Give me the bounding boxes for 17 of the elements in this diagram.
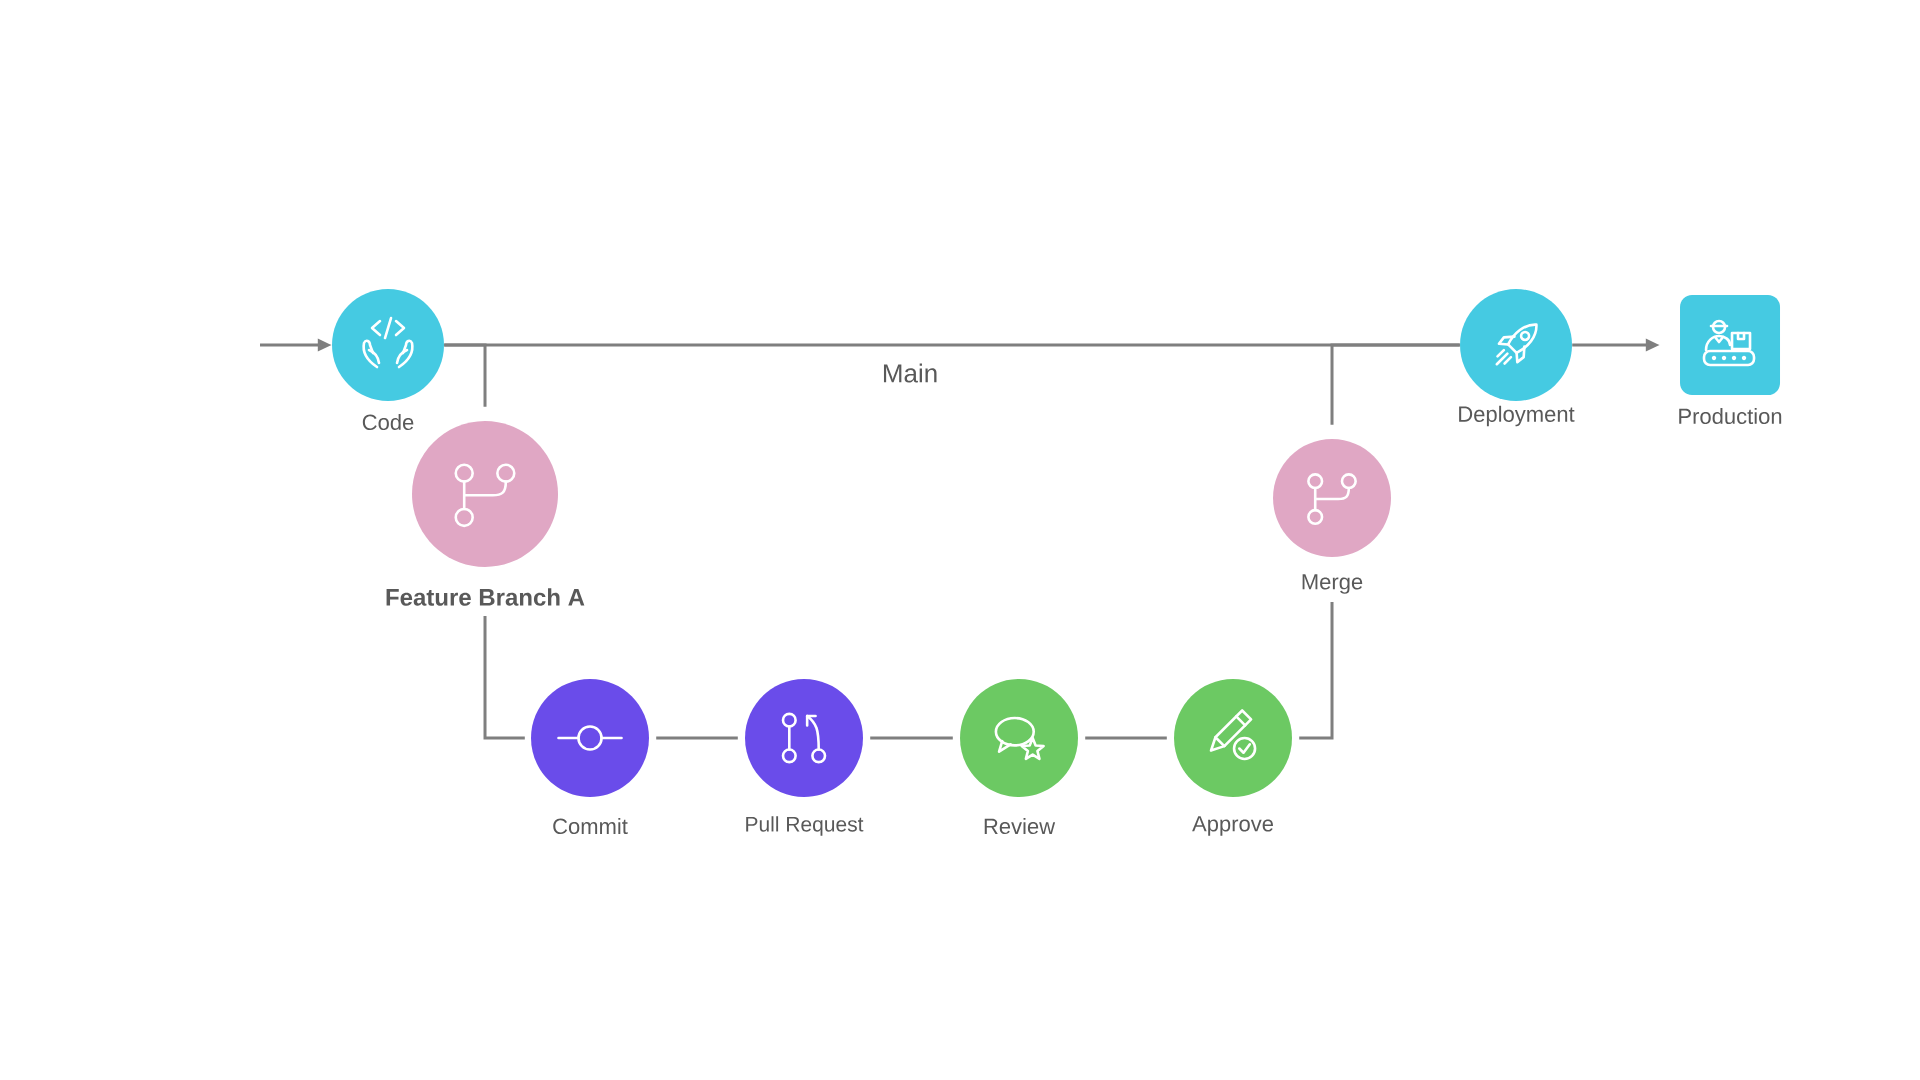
step-label: Review — [984, 817, 1056, 835]
connector-line — [483, 616, 525, 740]
edge-label: Main — [879, 361, 941, 385]
step-label: Code — [362, 413, 414, 431]
step-label: Production — [1679, 407, 1782, 425]
step-label: Pull Request — [746, 816, 864, 836]
step-label: Commit — [553, 817, 628, 835]
connector-line — [444, 343, 487, 407]
connector-line — [1330, 343, 1460, 425]
connector-line — [1085, 736, 1167, 740]
connector-line — [656, 736, 738, 740]
connector-line — [870, 736, 953, 740]
step-label: Deployment — [1459, 405, 1575, 427]
step-label: Merge — [1302, 574, 1363, 594]
step-label: Feature Branch A — [386, 588, 585, 606]
connector-line — [1299, 602, 1334, 740]
step-label: Approve — [1192, 816, 1273, 836]
